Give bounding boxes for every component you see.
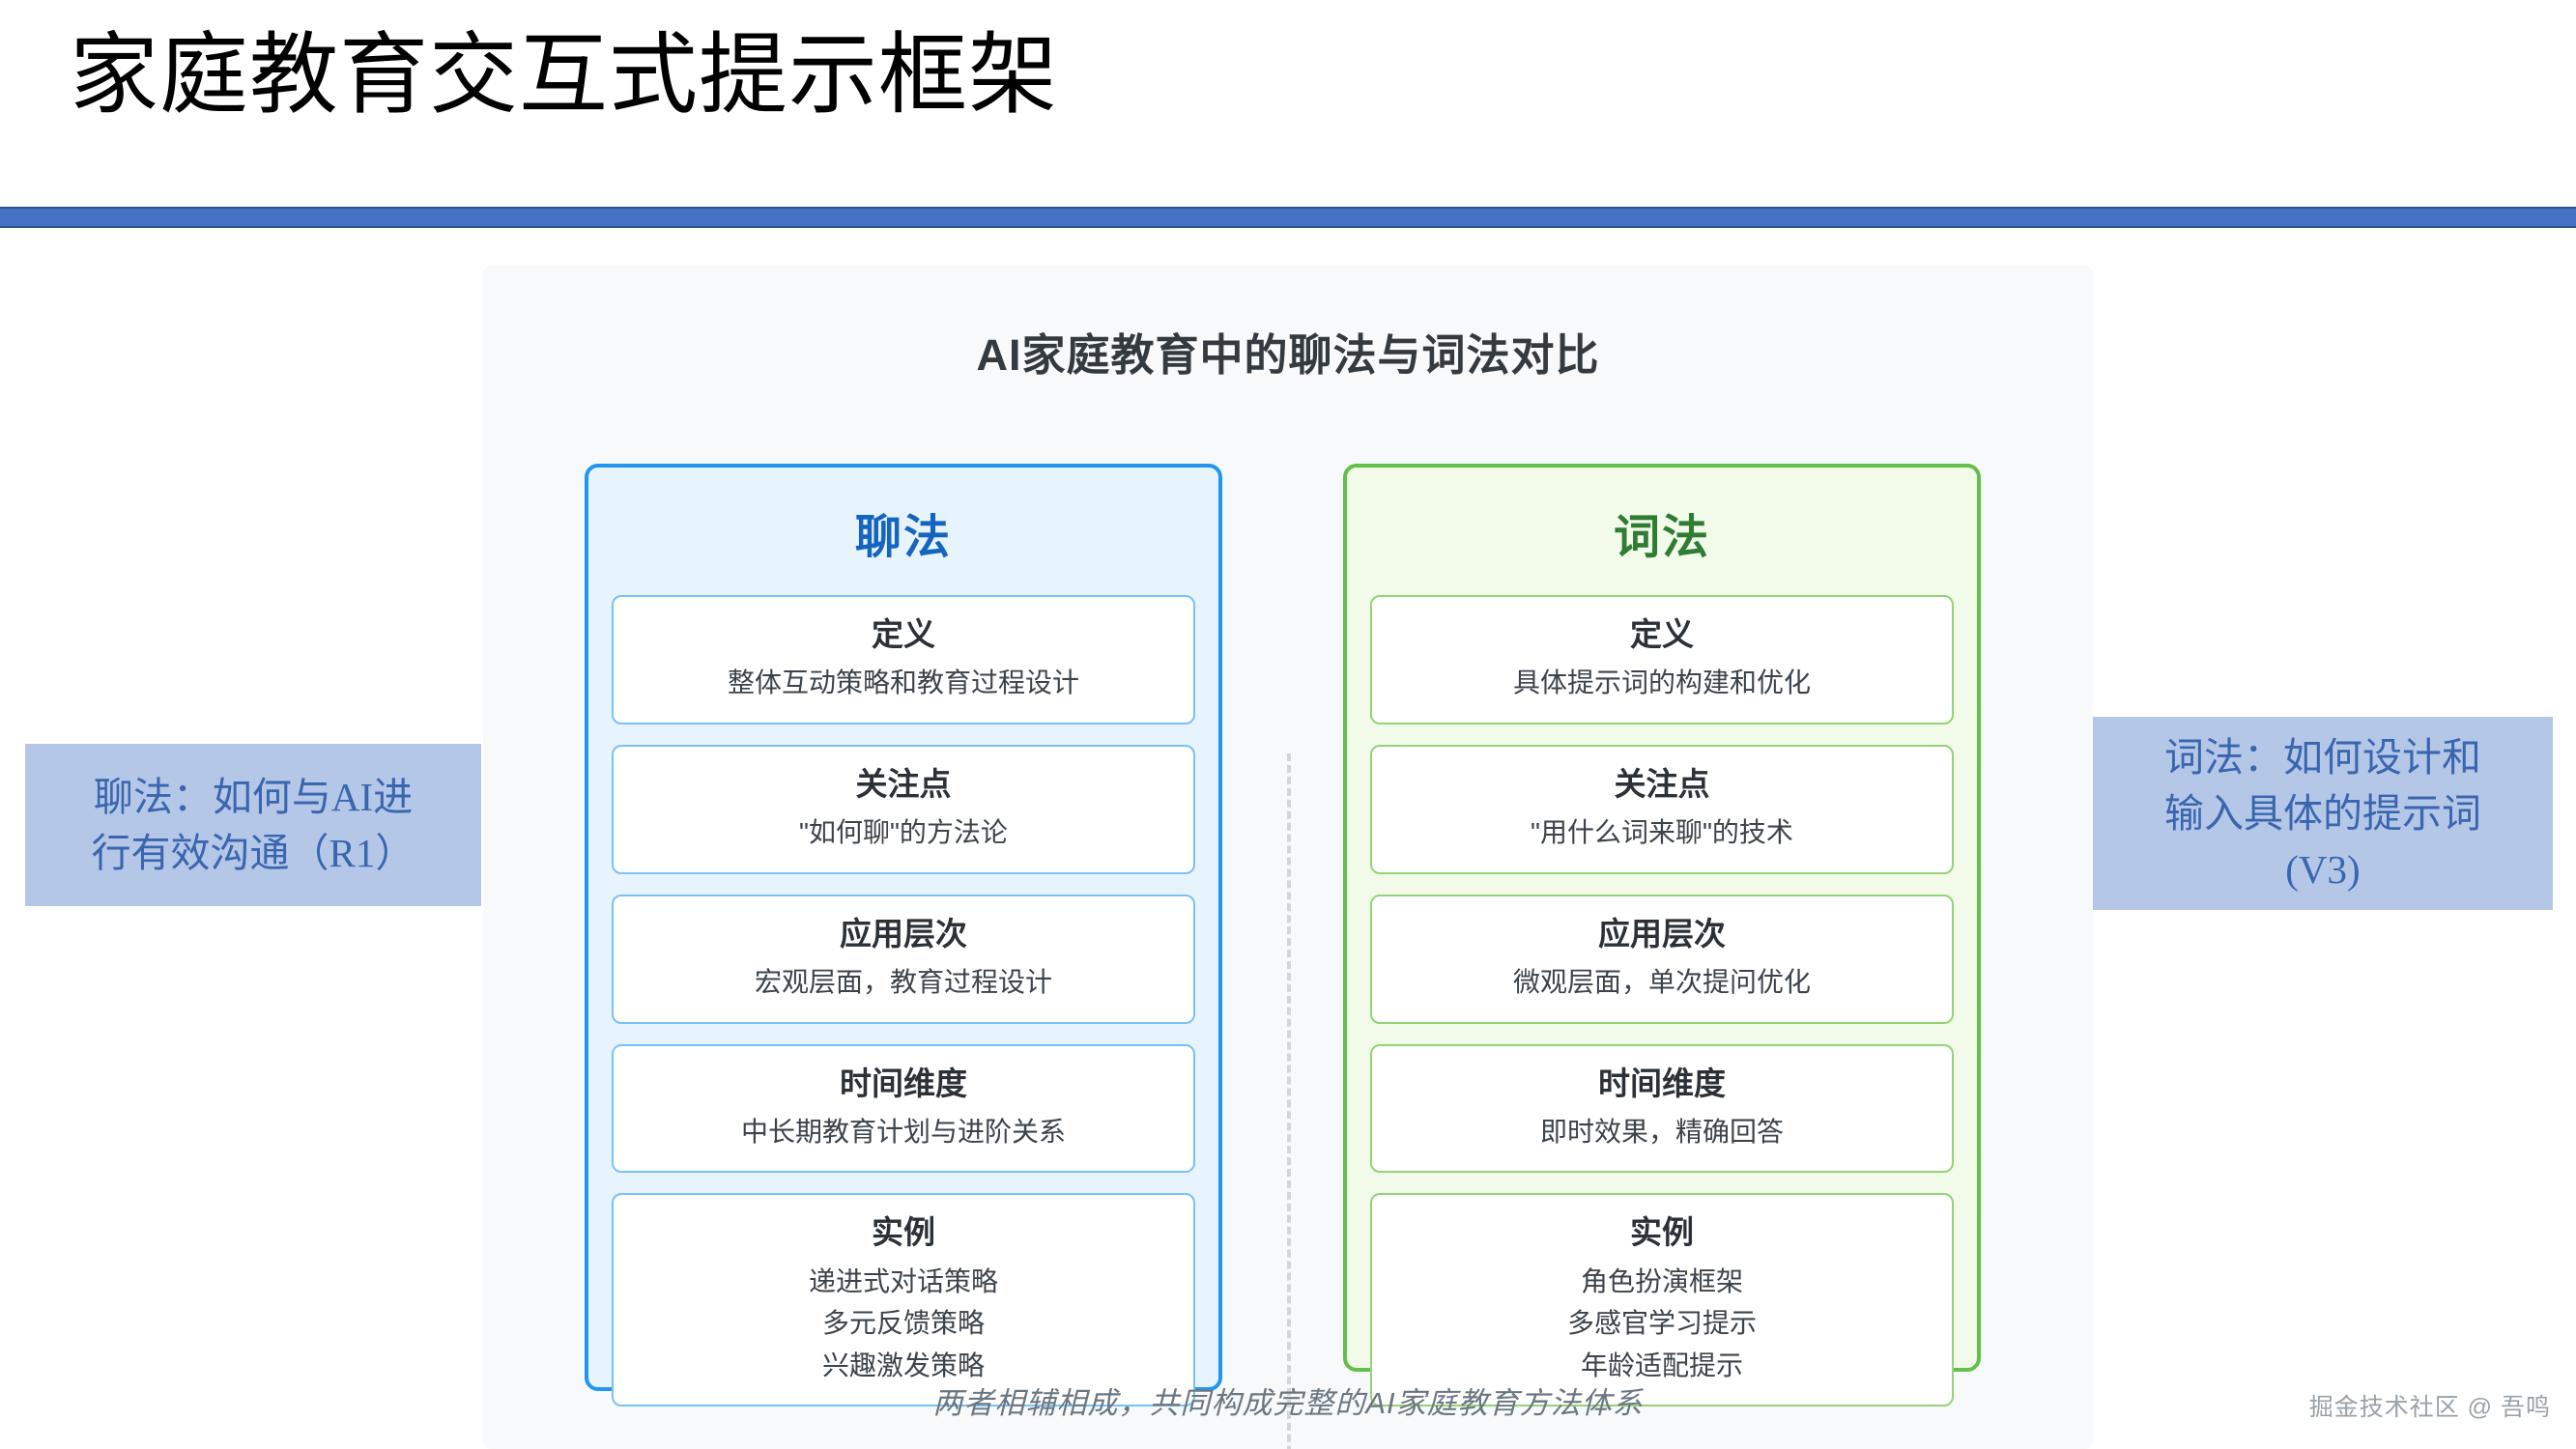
card-desc: "如何聊"的方法论 (799, 817, 1008, 848)
card-desc: 多感官学习提示 (1566, 1308, 1757, 1339)
diagram-footer-note: 两者相辅相成，共同构成完整的AI家庭教育方法体系 (932, 1386, 1644, 1420)
card-word-application-level: 应用层次 微观层面，单次提问优化 (1370, 894, 1954, 1024)
card-title: 时间维度 (1598, 1065, 1726, 1101)
callout-left-line-2: 行有效沟通（R1） (91, 831, 415, 875)
card-word-time-dimension: 时间维度 即时效果，精确回答 (1370, 1043, 1954, 1174)
card-title: 定义 (872, 616, 935, 652)
card-desc: 角色扮演框架 (1580, 1265, 1743, 1296)
card-desc: 年龄适配提示 (1580, 1350, 1743, 1380)
callout-left-chat-method: 聊法：如何与AI进 行有效沟通（R1） (25, 744, 481, 906)
title-divider-rule (0, 207, 2576, 228)
callout-right-word-method: 词法：如何设计和 输入具体的提示词 (V3) (2093, 717, 2553, 910)
card-desc: 兴趣激发策略 (821, 1350, 985, 1380)
card-title: 时间维度 (840, 1065, 967, 1101)
watermark: 掘金技术社区 @ 吾鸣 (2308, 1394, 2551, 1421)
card-desc: 宏观层面，教育过程设计 (754, 966, 1052, 997)
card-title: 实例 (1630, 1214, 1694, 1251)
page-title: 家庭教育交互式提示框架 (70, 26, 1059, 125)
card-title: 实例 (872, 1214, 935, 1251)
panel-chat-header: 聊法 (854, 512, 952, 563)
panel-chat-method: 聊法 定义 整体互动策略和教育过程设计 关注点 "如何聊"的方法论 应用层次 宏… (585, 464, 1222, 1407)
panel-word-header: 词法 (1613, 512, 1710, 563)
card-desc: 多元反馈策略 (821, 1308, 985, 1339)
card-chat-time-dimension: 时间维度 中长期教育计划与进阶关系 (612, 1043, 1195, 1174)
card-desc: 即时效果，精确回答 (1539, 1116, 1784, 1147)
callout-right-line-1: 词法：如何设计和 (2164, 734, 2481, 780)
card-chat-definition: 定义 整体互动策略和教育过程设计 (612, 595, 1195, 724)
callout-left-line-1: 聊法：如何与AI进 (93, 774, 414, 819)
card-desc: "用什么词来聊"的技术 (1531, 817, 1793, 848)
panel-word-method: 词法 定义 具体提示词的构建和优化 关注点 "用什么词来聊"的技术 应用层次 微… (1343, 464, 1981, 1407)
card-word-examples: 实例 角色扮演框架 多感官学习提示 年龄适配提示 (1370, 1193, 1954, 1407)
card-title: 关注点 (855, 765, 952, 802)
diagram-title: AI家庭教育中的聊法与词法对比 (976, 330, 1600, 380)
card-desc: 整体互动策略和教育过程设计 (727, 668, 1079, 698)
card-title: 应用层次 (1598, 915, 1726, 952)
card-title: 应用层次 (840, 915, 967, 952)
card-desc: 递进式对话策略 (808, 1265, 998, 1296)
card-word-focus: 关注点 "用什么词来聊"的技术 (1370, 744, 1954, 874)
card-word-definition: 定义 具体提示词的构建和优化 (1370, 595, 1954, 724)
callout-right-line-3: (V3) (2285, 847, 2361, 893)
card-chat-examples: 实例 递进式对话策略 多元反馈策略 兴趣激发策略 (612, 1193, 1195, 1407)
card-desc: 具体提示词的构建和优化 (1512, 668, 1811, 698)
card-title: 关注点 (1614, 765, 1710, 802)
card-title: 定义 (1630, 616, 1694, 652)
diagram-panels: 聊法 定义 整体互动策略和教育过程设计 关注点 "如何聊"的方法论 应用层次 宏… (483, 464, 2093, 1449)
card-chat-focus: 关注点 "如何聊"的方法论 (612, 744, 1195, 874)
center-dashed-divider (1287, 753, 1291, 1449)
callout-right-line-2: 输入具体的提示词 (2164, 790, 2481, 836)
comparison-diagram: AI家庭教育中的聊法与词法对比 聊法 定义 整体互动策略和教育过程设计 关注点 … (483, 266, 2093, 1449)
card-desc: 中长期教育计划与进阶关系 (740, 1116, 1066, 1147)
card-chat-application-level: 应用层次 宏观层面，教育过程设计 (612, 894, 1195, 1024)
card-desc: 微观层面，单次提问优化 (1512, 966, 1811, 997)
